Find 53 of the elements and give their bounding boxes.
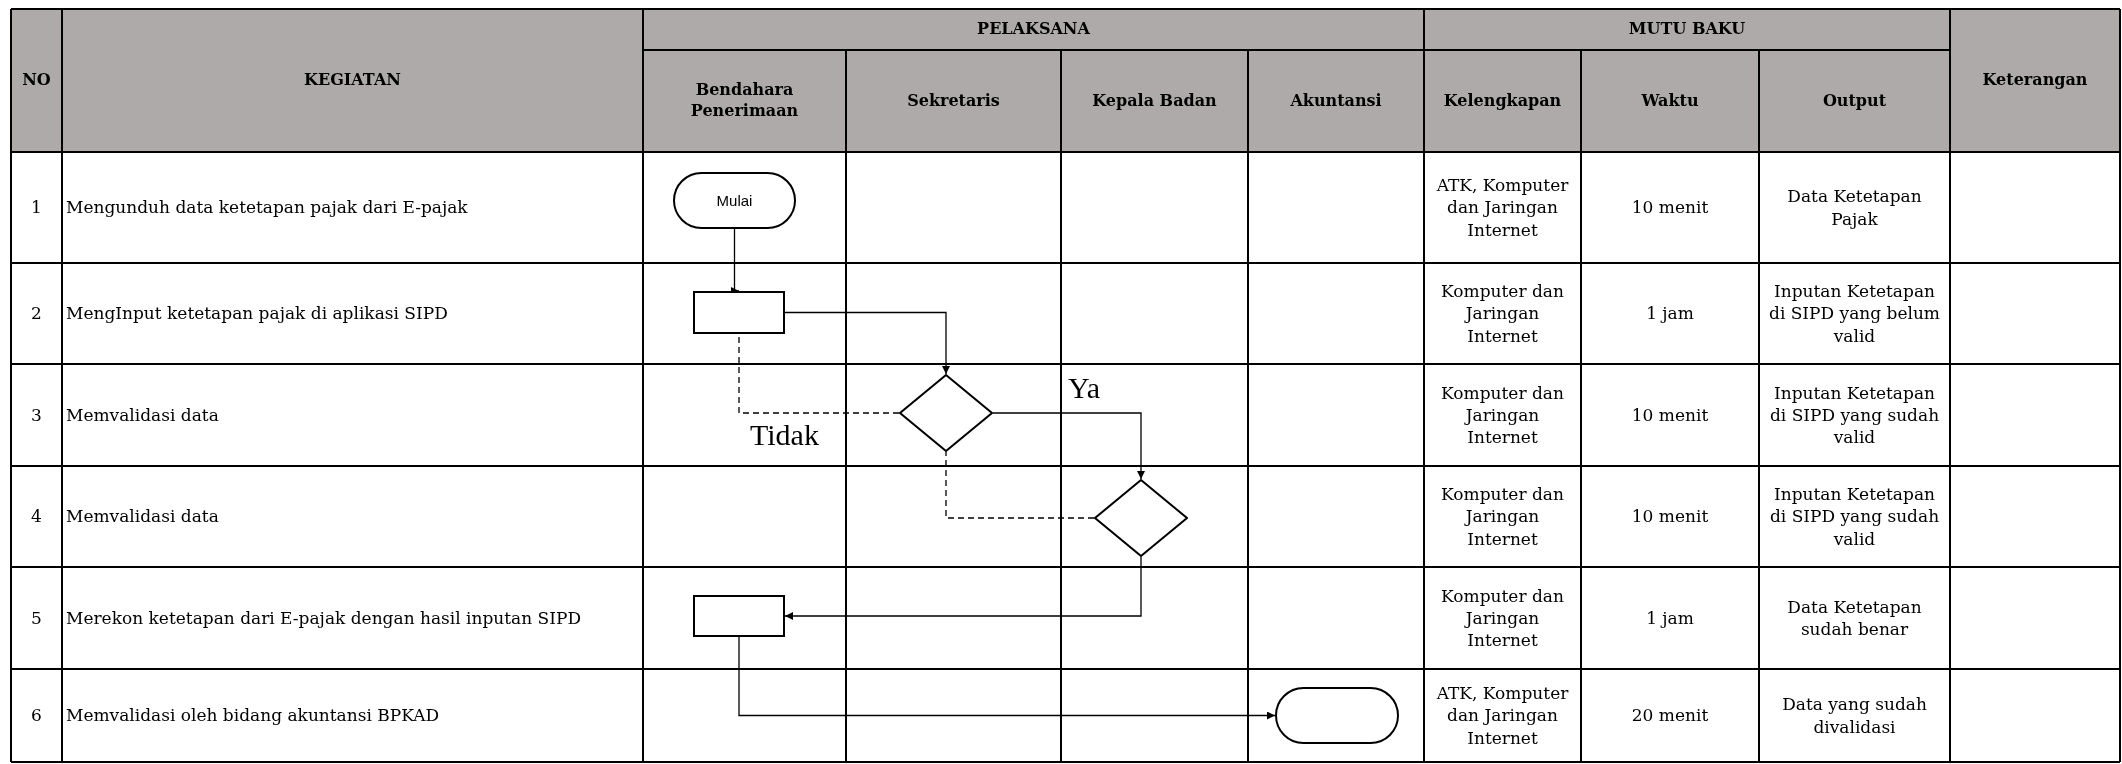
equipment-text: ATK, Komputer dan Jaringan Internet bbox=[1435, 682, 1570, 749]
equipment-text: Komputer dan Jaringan Internet bbox=[1440, 280, 1565, 347]
connector-arrow bbox=[992, 412, 1145, 480]
column-header: NO bbox=[22, 70, 51, 91]
activity-text: Memvalidasi data bbox=[66, 505, 219, 528]
column-header: Bendahara Penerimaan bbox=[689, 80, 800, 122]
output-text: Inputan Ketetapan di SIPD yang belum valid bbox=[1768, 280, 1941, 347]
connector-line bbox=[945, 451, 1095, 519]
decision-diamond bbox=[1094, 479, 1188, 557]
column-header: KEGIATAN bbox=[304, 70, 401, 91]
activity-text: Merekon ketetapan dari E-pajak dengan hasil inputan SIPD bbox=[66, 606, 582, 630]
terminator-shape bbox=[1275, 687, 1399, 744]
column-header: Sekretaris bbox=[907, 90, 1000, 112]
row-number: 6 bbox=[31, 704, 42, 727]
connector-arrow bbox=[784, 556, 1142, 620]
activity-text: Memvalidasi oleh bidang akuntansi BPKAD bbox=[66, 704, 440, 727]
row-number: 4 bbox=[31, 505, 42, 528]
output-text: Inputan Ketetapan di SIPD yang sudah valid bbox=[1768, 381, 1941, 449]
time-text: 1 jam bbox=[1646, 606, 1694, 630]
activity-text: Mengunduh data ketetapan pajak dari E-pajak bbox=[66, 196, 468, 219]
process-box bbox=[693, 595, 785, 637]
connector-arrow bbox=[738, 636, 1276, 720]
row-number: 3 bbox=[31, 403, 42, 427]
activity-text: MengInput ketetapan pajak di aplikasi SIPD bbox=[66, 302, 448, 325]
column-header: Output bbox=[1822, 90, 1887, 112]
equipment-text: Komputer dan Jaringan Internet bbox=[1440, 483, 1565, 550]
output-text: Data Ketetapan Pajak bbox=[1786, 185, 1923, 230]
row-number: 2 bbox=[31, 302, 42, 325]
time-text: 20 menit bbox=[1631, 704, 1709, 727]
time-text: 10 menit bbox=[1631, 196, 1709, 219]
terminator-shape: Mulai bbox=[673, 172, 796, 229]
group-header: PELAKSANA bbox=[977, 19, 1090, 40]
column-header: Kelengkapan bbox=[1443, 90, 1562, 112]
column-header: Waktu bbox=[1641, 90, 1699, 112]
column-header: Kepala Badan bbox=[1092, 90, 1217, 112]
time-text: 10 menit bbox=[1631, 403, 1709, 427]
row-number: 5 bbox=[31, 606, 42, 630]
activity-text: Memvalidasi data bbox=[66, 403, 219, 427]
time-text: 1 jam bbox=[1646, 302, 1694, 325]
equipment-text: ATK, Komputer dan Jaringan Internet bbox=[1435, 174, 1570, 241]
column-header: Akuntansi bbox=[1290, 90, 1382, 112]
column-header: Keterangan bbox=[1982, 70, 2088, 91]
equipment-text: Komputer dan Jaringan Internet bbox=[1440, 381, 1565, 449]
row-number: 1 bbox=[31, 196, 42, 219]
time-text: 10 menit bbox=[1631, 505, 1709, 528]
output-text: Inputan Ketetapan di SIPD yang sudah valid bbox=[1768, 483, 1941, 550]
equipment-text: Komputer dan Jaringan Internet bbox=[1440, 584, 1565, 652]
output-text: Data Ketetapan sudah benar bbox=[1786, 595, 1923, 641]
decision-diamond bbox=[899, 374, 993, 452]
group-header: MUTU BAKU bbox=[1628, 19, 1746, 40]
output-text: Data yang sudah divalidasi bbox=[1781, 693, 1928, 738]
process-box bbox=[693, 291, 785, 334]
connector-arrow bbox=[784, 311, 950, 375]
